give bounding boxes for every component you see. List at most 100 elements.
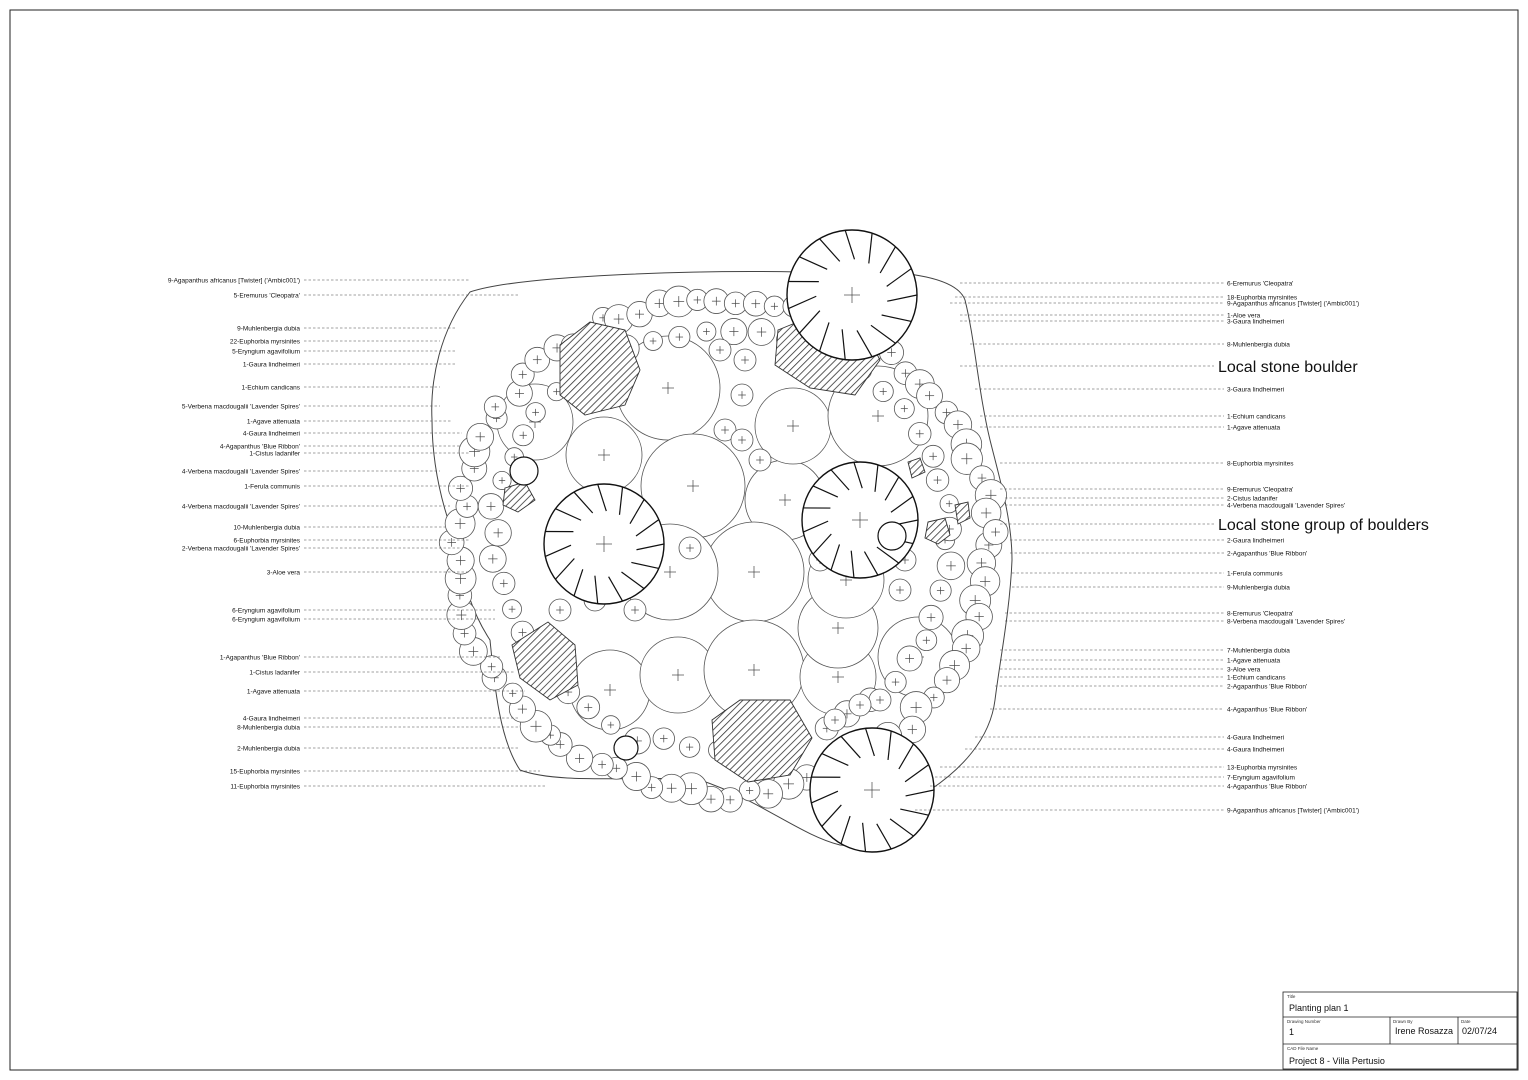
- plant-symbol: [950, 442, 983, 475]
- plant-label: 22-Euphorbia myrsinites: [230, 338, 301, 345]
- plant-symbol: [565, 416, 643, 494]
- boulder-hatch: [559, 321, 641, 416]
- plant-symbol: [925, 468, 950, 492]
- plant-symbol: [908, 422, 932, 446]
- plant-symbol: [720, 318, 748, 346]
- boulder-hatch: [907, 457, 926, 479]
- plant-label: 4-Verbena macdougalii 'Lavender Spires': [182, 503, 300, 510]
- plant-symbol: [872, 380, 894, 403]
- plant-label: 2-Verbena macdougalii 'Lavender Spires': [182, 545, 300, 552]
- plant-label: 1-Cistus ladanifer: [249, 450, 300, 457]
- plant-label: 9-Agapanthus africanus [Twister] ('Ambic…: [168, 277, 300, 284]
- sheet-border: [9, 9, 1519, 1071]
- plant-label: 8-Eremurus 'Cleopatra': [1227, 610, 1293, 617]
- date-caption: Date: [1461, 1019, 1471, 1024]
- plant-label: 1-Agapanthus 'Blue Ribbon': [220, 654, 300, 661]
- accent-plant-symbol: [509, 456, 539, 486]
- plant-symbol: [626, 301, 653, 328]
- accent-plant-symbol: [613, 735, 639, 761]
- plant-label: 15-Euphorbia myrsinites: [230, 768, 301, 775]
- plant-symbol: [848, 693, 872, 717]
- plant-label: 7-Muhlenbergia dubia: [1227, 647, 1290, 654]
- plant-symbol: [483, 395, 507, 419]
- plant-label: 3-Gaura lindheimeri: [1227, 318, 1284, 325]
- plant-label: 3-Gaura lindheimeri: [1227, 386, 1284, 393]
- plant-symbol: [678, 536, 702, 560]
- plant-symbol: [730, 428, 754, 452]
- plant-label: 8-Muhlenbergia dubia: [1227, 341, 1290, 348]
- plant-label: 9-Agapanthus africanus [Twister] ('Ambic…: [1227, 807, 1359, 814]
- plant-label: 1-Ferula communis: [1227, 570, 1283, 577]
- drawn-by: Irene Rosazza: [1395, 1026, 1453, 1036]
- plant-symbol: [480, 655, 504, 679]
- plant-symbol: [668, 325, 691, 349]
- plant-label: 2-Muhlenbergia dubia: [237, 745, 300, 752]
- plant-label: 6-Eryngium agavifolium: [232, 607, 300, 614]
- plant-symbol: [548, 598, 572, 622]
- plant-symbol: [896, 645, 923, 672]
- tree-symbol: [543, 483, 665, 605]
- plant-label: 8-Muhlenbergia dubia: [237, 724, 300, 731]
- plant-label: 7-Eryngium agavifolium: [1227, 774, 1295, 781]
- plant-label: 18-Euphorbia myrsinites: [1227, 294, 1298, 301]
- plant-symbol: [753, 779, 783, 809]
- plant-label: 2-Cistus ladanifer: [1227, 495, 1278, 502]
- plant-symbol: [888, 578, 912, 602]
- plant-label: 2-Agapanthus 'Blue Ribbon': [1227, 550, 1307, 557]
- plant-symbol: [899, 691, 933, 724]
- plant-label: 3-Aloe vera: [267, 569, 301, 576]
- plant-label: 1-Aloe vera: [1227, 312, 1261, 319]
- accent-plant-symbol: [877, 521, 907, 551]
- plant-symbol: [933, 667, 961, 694]
- plant-symbol: [576, 695, 601, 720]
- plant-symbol: [916, 382, 943, 410]
- plant-label: 1-Echium candicans: [241, 384, 300, 391]
- title-block: Title Planting plan 1 Drawing Number 1 D…: [1282, 991, 1518, 1070]
- plant-symbol: [657, 773, 686, 803]
- plant-symbol: [590, 752, 614, 777]
- plant-label: 9-Eremurus 'Cleopatra': [1227, 486, 1293, 493]
- plant-label: 1-Agave attenuata: [247, 418, 301, 425]
- plant-symbol: [502, 599, 522, 620]
- boulder-callout: Local stone boulder: [1218, 359, 1358, 376]
- drawing-number-caption: Drawing Number: [1287, 1019, 1321, 1024]
- plant-symbol: [601, 715, 621, 735]
- plant-symbol: [713, 418, 737, 442]
- plant-symbols: [438, 285, 1009, 813]
- drawing-number: 1: [1289, 1027, 1294, 1037]
- plant-label: 5-Eremurus 'Cleopatra': [234, 292, 300, 299]
- plant-symbol: [730, 383, 754, 407]
- plant-symbol: [982, 519, 1009, 545]
- plant-label: 4-Gaura lindheimeri: [243, 715, 300, 722]
- cad-file-name: Project 8 - Villa Pertusio: [1289, 1056, 1385, 1066]
- title-caption: Title: [1287, 994, 1296, 999]
- plant-label: 1-Agave attenuata: [247, 688, 301, 695]
- plant-label: 1-Echium candicans: [1227, 413, 1286, 420]
- plant-symbol: [868, 688, 892, 712]
- plant-symbol: [743, 290, 769, 317]
- plant-symbol: [525, 402, 546, 423]
- plant-symbol: [884, 670, 907, 694]
- plant-label: 9-Agapanthus africanus [Twister] ('Ambic…: [1227, 300, 1359, 307]
- plant-symbol: [921, 444, 945, 468]
- plant-symbol: [466, 423, 495, 451]
- plant-label: 4-Gaura lindheimeri: [243, 430, 300, 437]
- plant-label: 1-Agave attenuata: [1227, 657, 1281, 664]
- plant-label: 1-Gaura lindheimeri: [243, 361, 300, 368]
- plant-label: 13-Euphorbia myrsinites: [1227, 764, 1298, 771]
- boulders-group-callout: Local stone group of boulders: [1218, 517, 1429, 534]
- plant-symbol: [929, 579, 952, 602]
- plant-symbol: [939, 494, 959, 514]
- plant-symbol: [918, 604, 944, 630]
- plant-label: 1-Agave attenuata: [1227, 424, 1281, 431]
- plant-label: 8-Euphorbia myrsinites: [1227, 460, 1294, 467]
- plant-label: 4-Verbena macdougalii 'Lavender Spires': [1227, 502, 1345, 509]
- plant-label: 4-Gaura lindheimeri: [1227, 746, 1284, 753]
- plant-label: 9-Muhlenbergia dubia: [237, 325, 300, 332]
- plant-label: 2-Gaura lindheimeri: [1227, 537, 1284, 544]
- plant-symbol: [492, 571, 516, 595]
- plant-symbol: [479, 545, 507, 573]
- plant-symbol: [643, 331, 663, 351]
- plant-label: 4-Gaura lindheimeri: [1227, 734, 1284, 741]
